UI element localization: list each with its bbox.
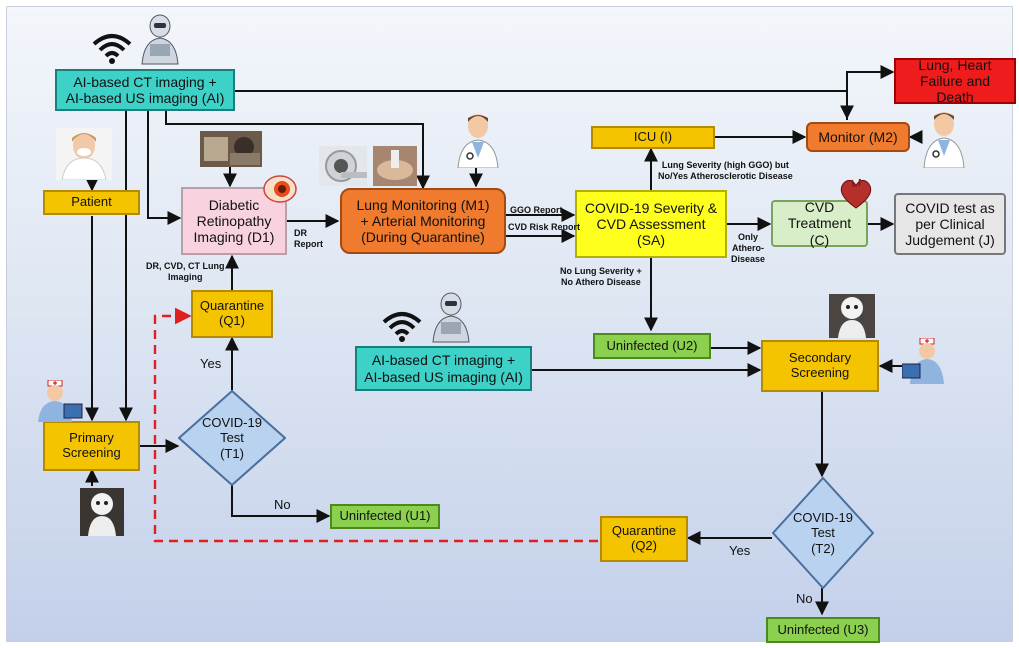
robot-photo — [829, 294, 875, 338]
ct-scanner-photo — [319, 146, 367, 186]
patient-photo — [56, 128, 112, 180]
yes-t1-label: Yes — [200, 356, 222, 371]
edge-t1-to-u1 — [231, 484, 331, 523]
covid-test-t2-diamond — [772, 477, 874, 589]
edge-ai-to-d1 — [147, 111, 182, 225]
retina-photo — [200, 131, 262, 167]
eye-icon — [263, 175, 297, 203]
patient-node: Patient — [43, 190, 140, 215]
icu-label: ICU (I) — [633, 129, 673, 145]
covid-severity-label: COVID-19 Severity & CVD Assessment (SA) — [584, 199, 718, 249]
covid-test-t1-label: COVID-19 Test (T1) — [178, 390, 286, 486]
covid-severity-node: COVID-19 Severity & CVD Assessment (SA) — [575, 190, 727, 258]
quarantine-q1-label: Quarantine (Q1) — [199, 298, 265, 328]
yes-t2-label: Yes — [729, 543, 751, 558]
ai-imaging-mid: AI-based CT imaging + AI-based US imagin… — [355, 346, 532, 391]
primary-screening-label: Primary Screening — [62, 430, 121, 460]
doctor-icon — [923, 112, 965, 168]
dr-cvd-ct-label: DR, CVD, CT Lung Imaging — [146, 261, 225, 282]
secondary-screening-node: Secondary Screening — [761, 340, 879, 392]
covid-test-t1-text: COVID-19 Test (T1) — [202, 414, 262, 461]
lung-severity-high-label: Lung Severity (high GGO) but No/Yes Athe… — [658, 160, 793, 181]
uninfected-u3-label: Uninfected (U3) — [777, 621, 869, 637]
covid-test-t2-label: COVID-19 Test (T2) — [772, 477, 874, 589]
edge-ai-to-m1 — [165, 111, 430, 190]
covid-test-j-node: COVID test as per Clinical Judgement (J) — [894, 193, 1006, 255]
edge-q2-to-q1-dashed — [153, 307, 598, 543]
ultrasound-photo — [373, 146, 417, 186]
cvd-treatment-label: CVD Treatment (C) — [787, 199, 852, 248]
no-t1-label: No — [274, 497, 291, 512]
cvd-risk-report-label: CVD Risk Report — [508, 222, 581, 232]
uninfected-u2-label: Uninfected (U2) — [606, 337, 698, 353]
wifi-icon — [382, 312, 422, 342]
no-lung-severity-label: No Lung Severity + No Athero Disease — [560, 266, 642, 287]
diabetic-retinopathy-node: Diabetic Retinopathy Imaging (D1) — [181, 187, 287, 255]
quarantine-q2-node: Quarantine (Q2) — [600, 516, 688, 562]
edge-ai-to-monitor — [233, 90, 854, 120]
icu-node: ICU (I) — [591, 126, 715, 149]
nurse-icon — [38, 380, 83, 422]
secondary-screening-label: Secondary Screening — [788, 350, 852, 380]
nurse-icon — [902, 338, 944, 384]
lung-monitoring-node: Lung Monitoring (M1) + Arterial Monitori… — [340, 188, 506, 254]
ai-imaging-mid-label: AI-based CT imaging + AI-based US imagin… — [364, 352, 523, 385]
covid-test-j-label: COVID test as per Clinical Judgement (J) — [905, 199, 995, 249]
uninfected-u2-node: Uninfected (U2) — [593, 333, 711, 359]
ggo-report-label: GGO Report — [510, 205, 563, 215]
no-t2-label: No — [796, 591, 813, 606]
dr-report-label: DR Report — [294, 228, 323, 249]
doctor-icon — [457, 114, 499, 168]
ai-imaging-top-label: AI-based CT imaging + AI-based US imagin… — [65, 73, 225, 106]
robot-icon — [141, 14, 179, 65]
heart-icon — [840, 178, 872, 209]
wifi-icon — [92, 34, 132, 64]
primary-screening-node: Primary Screening — [43, 421, 140, 471]
quarantine-q1-node: Quarantine (Q1) — [191, 290, 273, 338]
monitor-node: Monitor (M2) — [806, 122, 910, 152]
robot-photo — [80, 488, 124, 536]
covid-test-t2-text: COVID-19 Test (T2) — [793, 509, 853, 556]
lung-heart-failure-node: Lung, Heart Failure and Death — [894, 56, 1016, 106]
uninfected-u1-node: Uninfected (U1) — [330, 504, 440, 529]
covid-test-t1-diamond — [178, 390, 286, 486]
ai-imaging-top: AI-based CT imaging + AI-based US imagin… — [55, 69, 235, 111]
uninfected-u3-node: Uninfected (U3) — [766, 617, 880, 643]
patient-label: Patient — [71, 194, 112, 210]
edge-monitor-to-death — [846, 65, 895, 120]
quarantine-q2-label: Quarantine (Q2) — [611, 523, 677, 553]
lung-heart-failure-label: Lung, Heart Failure and Death — [918, 56, 992, 106]
only-athero-label: Only Athero- Disease — [731, 232, 766, 264]
diabetic-retinopathy-label: Diabetic Retinopathy Imaging (D1) — [193, 196, 275, 246]
robot-icon — [432, 292, 470, 343]
cvd-treatment-node: CVD Treatment (C) — [771, 199, 868, 248]
lung-monitoring-label: Lung Monitoring (M1) + Arterial Monitori… — [356, 196, 490, 246]
monitor-label: Monitor (M2) — [818, 128, 898, 145]
uninfected-u1-label: Uninfected (U1) — [339, 508, 431, 524]
